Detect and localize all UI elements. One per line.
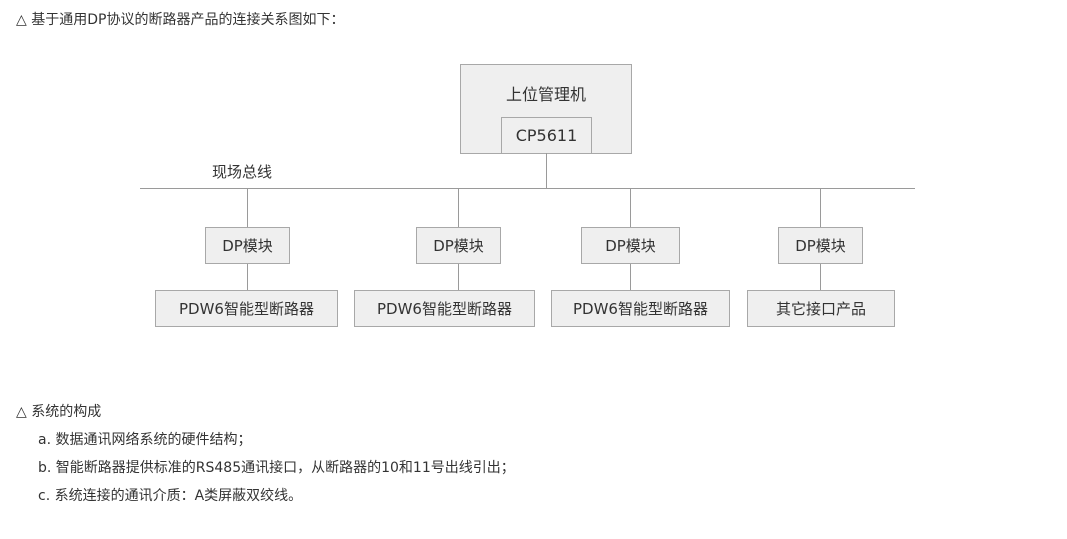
branch-connector-line	[458, 189, 459, 227]
field-bus-line	[140, 188, 915, 189]
composition-item: c. 系统连接的通讯介质：A类屏蔽双绞线。	[38, 488, 303, 504]
composition-item: b. 智能断路器提供标准的RS485通讯接口，从断路器的10和11号出线引出；	[38, 460, 515, 476]
breaker-box: PDW6智能型断路器	[551, 290, 730, 327]
intro-line: △ 基于通用DP协议的断路器产品的连接关系图如下：	[16, 10, 344, 30]
field-bus-label: 现场总线	[212, 163, 273, 181]
dp-module-box: DP模块	[205, 227, 290, 264]
intro-text: 基于通用DP协议的断路器产品的连接关系图如下：	[31, 12, 345, 28]
module-device-line	[247, 264, 248, 290]
dp-module-box: DP模块	[416, 227, 501, 264]
composition-item: a. 数据通讯网络系统的硬件结构；	[38, 432, 252, 448]
dp-module-box: DP模块	[778, 227, 863, 264]
breaker-box: PDW6智能型断路器	[354, 290, 535, 327]
triangle-icon: △	[16, 12, 27, 28]
host-computer-label: 上位管理机	[505, 85, 586, 104]
dp-module-box: DP模块	[581, 227, 680, 264]
breaker-box: PDW6智能型断路器	[155, 290, 338, 327]
branch-connector-line	[247, 189, 248, 227]
host-computer-box: 上位管理机 CP5611	[460, 64, 632, 154]
other-product-box: 其它接口产品	[747, 290, 895, 327]
branch-connector-line	[820, 189, 821, 227]
module-device-line	[458, 264, 459, 290]
cp5611-card: CP5611	[501, 117, 592, 154]
composition-title: 系统的构成	[31, 404, 102, 420]
module-device-line	[820, 264, 821, 290]
composition-heading: △ 系统的构成	[16, 402, 101, 422]
module-device-line	[630, 264, 631, 290]
triangle-icon: △	[16, 404, 27, 420]
branch-connector-line	[630, 189, 631, 227]
host-connector-line	[546, 153, 547, 189]
